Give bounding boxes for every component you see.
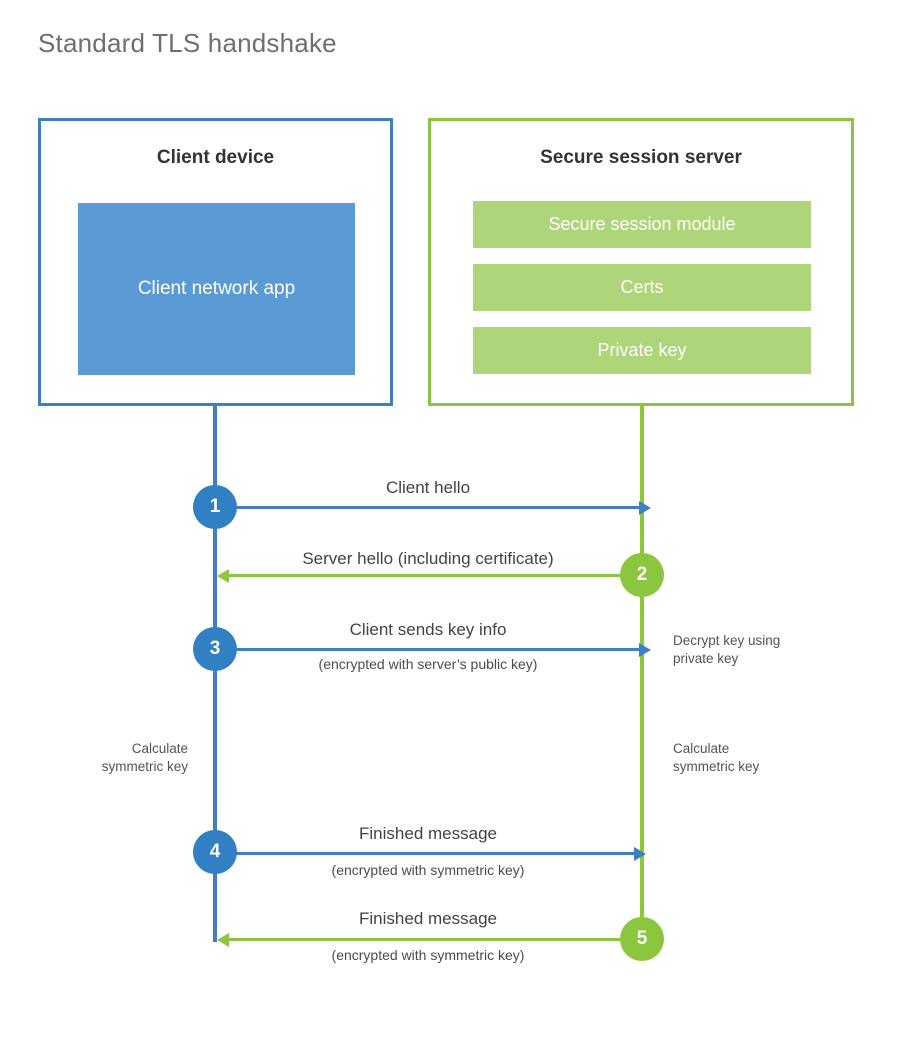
step-marker-4: 4 bbox=[193, 830, 237, 874]
step-2-label: Server hello (including certificate) bbox=[302, 549, 554, 568]
annotation-client-calc-line-1: Calculate bbox=[131, 741, 188, 756]
annotation-client-calc-line-2: symmetric key bbox=[101, 759, 188, 775]
client-device-box: Client device Client network app bbox=[38, 118, 393, 406]
step-5-sublabel: (encrypted with symmetric key) bbox=[331, 947, 525, 963]
step-5-label: Finished message bbox=[359, 909, 497, 928]
step-3-arrow bbox=[215, 642, 651, 657]
annotation-server-calc-line-1: Calculate bbox=[673, 741, 730, 756]
client-lifeline bbox=[213, 404, 217, 942]
annotation-decrypt-key-line-1: Decrypt key using bbox=[673, 633, 781, 648]
server-module-private-key: Private key bbox=[473, 327, 811, 374]
client-device-title: Client device bbox=[156, 147, 275, 168]
step-marker-2: 2 bbox=[620, 553, 664, 597]
step-3-sublabel: (encrypted with server’s public key) bbox=[318, 656, 538, 672]
server-module-certs: Certs bbox=[473, 264, 811, 311]
step-1-label: Client hello bbox=[385, 478, 471, 497]
annotation-client-calculate-symmetric-key: Calculate symmetric key bbox=[28, 740, 188, 776]
step-4-sublabel: (encrypted with symmetric key) bbox=[331, 862, 525, 878]
client-network-app-block: Client network app bbox=[78, 203, 355, 375]
arrow-head-icon bbox=[217, 568, 229, 583]
annotation-decrypt-key: Decrypt key using private key bbox=[673, 632, 853, 668]
step-3-label: Client sends key info bbox=[349, 620, 507, 639]
step-4-arrow bbox=[215, 846, 646, 861]
arrow-head-icon bbox=[634, 846, 646, 861]
server-modules-list: Secure session module Certs Private key bbox=[473, 201, 811, 374]
secure-session-server-box: Secure session server Secure session mod… bbox=[428, 118, 854, 406]
step-2-arrow bbox=[217, 568, 642, 583]
step-marker-3: 3 bbox=[193, 627, 237, 671]
arrow-head-icon bbox=[639, 500, 651, 515]
step-marker-1: 1 bbox=[193, 485, 237, 529]
server-module-secure-session-module: Secure session module bbox=[473, 201, 811, 248]
step-4-label: Finished message bbox=[359, 824, 497, 843]
step-marker-5: 5 bbox=[620, 917, 664, 961]
arrow-head-icon bbox=[639, 642, 651, 657]
arrow-head-icon bbox=[217, 932, 229, 947]
annotation-server-calculate-symmetric-key: Calculate symmetric key bbox=[673, 740, 853, 776]
page-title: Standard TLS handshake bbox=[38, 28, 337, 58]
step-5-arrow bbox=[217, 932, 642, 947]
annotation-decrypt-key-line-2: private key bbox=[673, 651, 739, 667]
step-1-arrow bbox=[215, 500, 651, 515]
server-lifeline bbox=[640, 404, 644, 939]
annotation-server-calc-line-2: symmetric key bbox=[673, 759, 760, 775]
secure-session-server-title: Secure session server bbox=[540, 147, 742, 168]
